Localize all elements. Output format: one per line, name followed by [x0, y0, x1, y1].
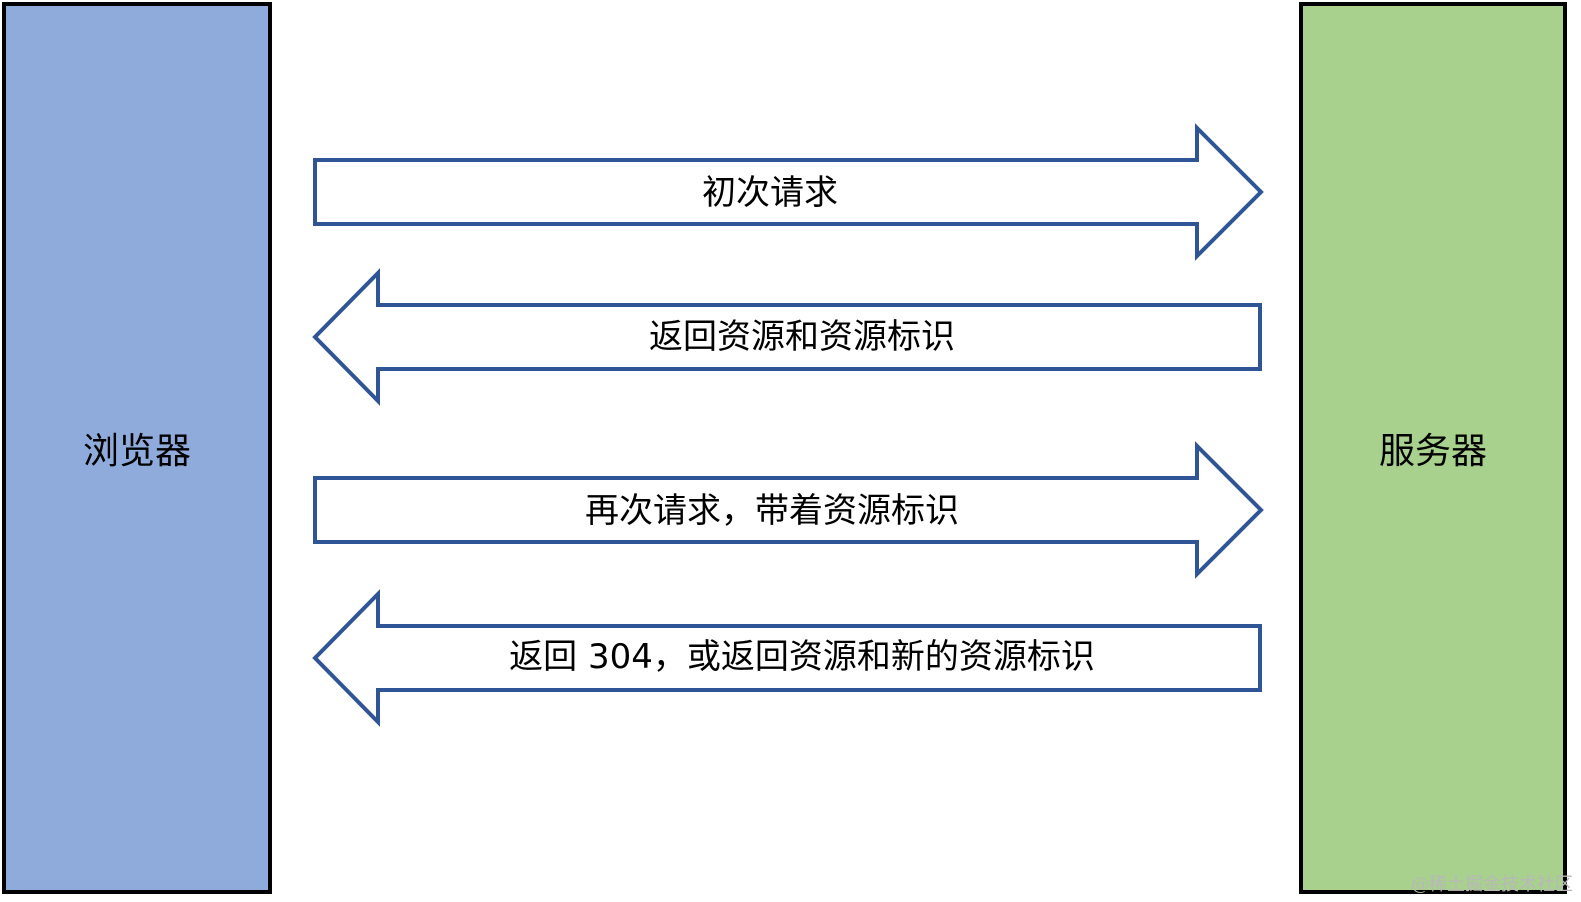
- watermark-text: @稀土掘金技术社区: [1411, 874, 1573, 895]
- server-box: 服务器: [1299, 2, 1567, 894]
- arrow-return-304: [312, 589, 1262, 727]
- arrow-second-request-label: 再次请求，带着资源标识: [585, 491, 959, 531]
- browser-box: 浏览器: [2, 2, 272, 894]
- arrow-initial-request-label: 初次请求: [702, 173, 838, 213]
- arrow-return-304-label: 返回 304，或返回资源和新的资源标识: [509, 637, 1095, 677]
- arrow-return-resource: [312, 268, 1262, 406]
- browser-label: 浏览器: [82, 431, 191, 472]
- arrow-initial-request: [313, 123, 1264, 261]
- arrow-return-resource-label: 返回资源和资源标识: [649, 317, 955, 357]
- arrow-second-request: [313, 441, 1264, 579]
- server-label: 服务器: [1378, 431, 1487, 472]
